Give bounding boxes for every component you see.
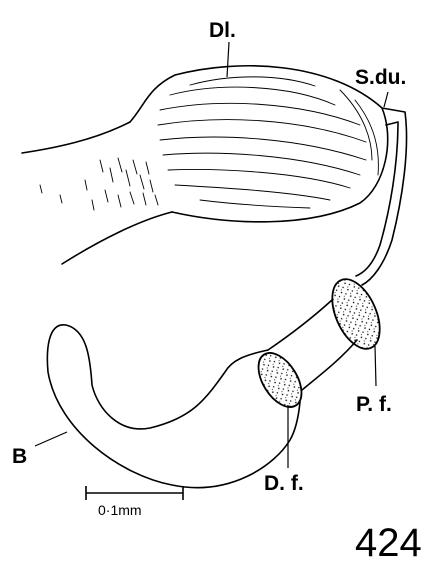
leader-sdu xyxy=(384,92,388,107)
scale-bar xyxy=(86,486,183,500)
label-pf: P. f. xyxy=(356,394,392,415)
leader-pf xyxy=(375,346,376,386)
leader-dl xyxy=(227,42,229,77)
basal-duct-upper-edge xyxy=(22,122,130,153)
scale-bar-label: 0·1mm xyxy=(98,503,142,517)
gland-striations xyxy=(158,77,378,208)
basal-duct-lower-edge xyxy=(62,212,172,264)
label-b: B xyxy=(12,446,27,467)
gland-outline xyxy=(130,66,388,222)
label-dl: Dl. xyxy=(209,20,236,41)
neck-upper xyxy=(268,300,332,350)
leader-b xyxy=(35,432,67,446)
label-sdu: S.du. xyxy=(355,67,406,88)
neck-lower xyxy=(302,340,357,390)
seminal-duct-inner xyxy=(356,122,398,276)
label-df: D. f. xyxy=(264,473,304,494)
bursa-outline xyxy=(47,325,300,488)
basal-duct-hatching xyxy=(40,158,158,210)
proximal-plate-pf xyxy=(323,272,390,356)
distal-plate-df xyxy=(250,346,311,415)
figure-number: 424 xyxy=(355,523,422,563)
